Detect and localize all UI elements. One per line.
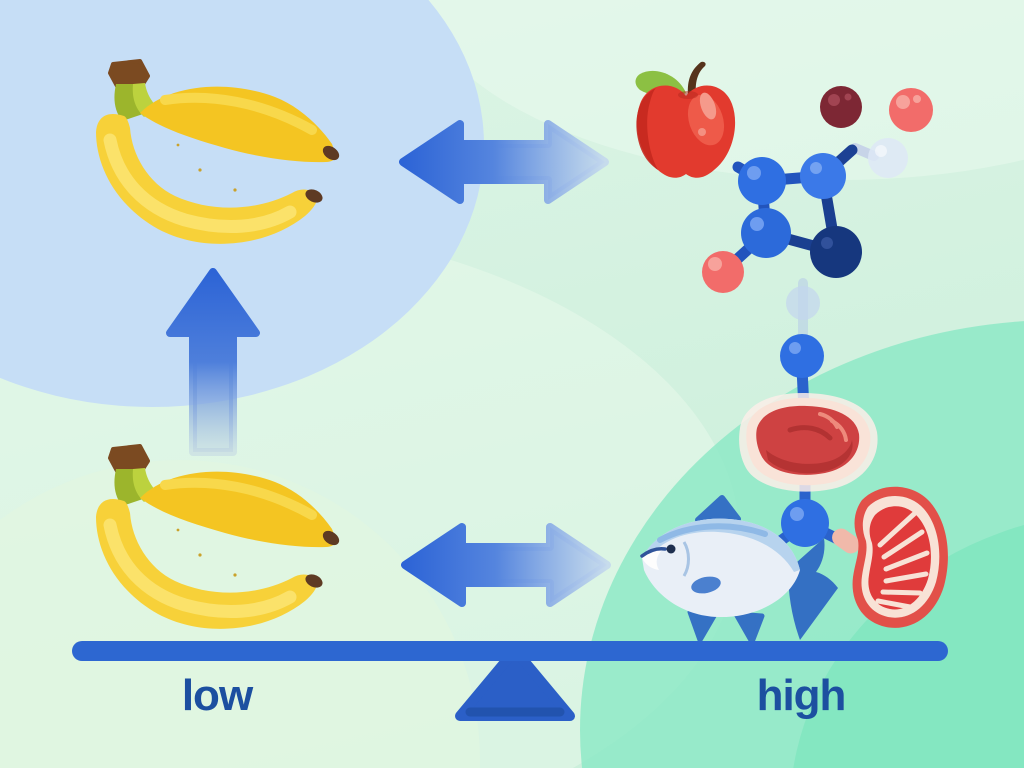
apple-icon (635, 61, 736, 178)
atom-salmon-top (889, 88, 933, 132)
atom-blue-tr (800, 153, 846, 199)
steak-icon (832, 486, 948, 628)
atom-maroon (820, 86, 862, 128)
balance-beam (72, 641, 948, 661)
double-arrow-bottom (401, 523, 611, 607)
atom-navy (810, 226, 862, 278)
atom-blue-tl (738, 157, 786, 205)
banana-bunch-bottom (96, 444, 340, 629)
meat-icon (739, 392, 878, 492)
atom-translucent (868, 138, 908, 178)
banana-bunch-top (96, 59, 340, 244)
up-arrow (166, 268, 260, 456)
atom-blue-bl (741, 208, 791, 258)
molecule-icon (702, 86, 933, 293)
fulcrum (455, 645, 575, 721)
double-arrow-top (399, 120, 609, 204)
label-high: high (756, 671, 847, 720)
label-low: low (181, 671, 253, 720)
fish-icon (640, 495, 838, 645)
fish-eye (666, 544, 676, 554)
atom-salmon-bottom (702, 251, 744, 293)
